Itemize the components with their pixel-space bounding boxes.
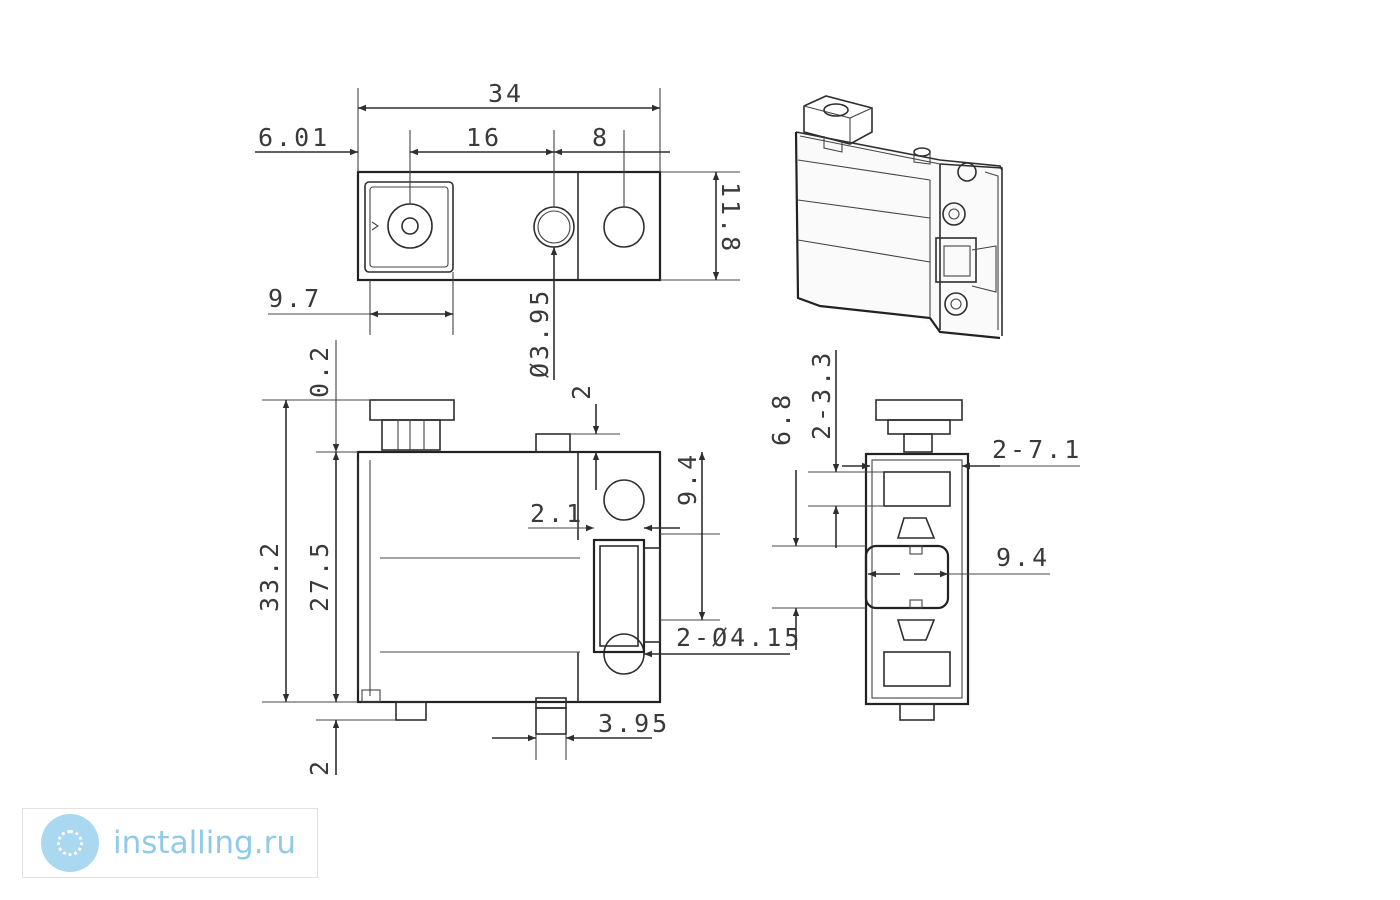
dim-2-7-1: 2-7.1 <box>992 435 1082 464</box>
front-view-hole-1 <box>603 479 645 521</box>
dim-0-2: 0.2 <box>305 344 334 398</box>
front-view-outline <box>356 450 662 704</box>
dim-dia-3-95: Ø3.95 <box>525 288 554 378</box>
watermark-logo-icon <box>41 814 99 872</box>
dim-9-4-side: 9.4 <box>996 543 1050 572</box>
dim-3-95: 3.95 <box>598 709 670 738</box>
dim-2-top: 2 <box>567 382 596 400</box>
dim-34: 34 <box>488 79 524 108</box>
top-view-center-hole <box>387 203 433 249</box>
dim-2-dia-4-15: 2-Ø4.15 <box>676 623 802 652</box>
side-view-knob <box>875 399 963 421</box>
side-view-connector <box>864 544 950 610</box>
dim-16: 16 <box>466 123 502 152</box>
front-view-knob <box>369 399 455 421</box>
dim-8: 8 <box>592 123 610 152</box>
side-view-outline <box>864 452 970 706</box>
side-view: 6.8 2-3.3 2-7.1 9.4 <box>767 350 1082 721</box>
dim-33-2: 33.2 <box>255 540 284 612</box>
dim-9-7: 9.7 <box>268 284 322 313</box>
dim-6-8: 6.8 <box>767 392 796 446</box>
dim-2-bottom: 2 <box>305 758 334 776</box>
dim-6-01: 6.01 <box>258 123 330 152</box>
dim-2-1: 2.1 <box>530 499 584 528</box>
top-view-outline <box>356 170 662 282</box>
side-view-slot-top <box>883 471 951 507</box>
watermark: installing.ru <box>22 808 318 878</box>
top-view-square-boss <box>364 181 454 273</box>
top-view-hole-2 <box>603 206 645 248</box>
dim-27-5: 27.5 <box>305 540 334 612</box>
side-view-slot-bottom <box>883 651 951 687</box>
front-view: 33.2 27.5 0.2 2 2 2.1 9.4 2-Ø4.15 3.95 <box>255 340 802 776</box>
dim-2-3-3: 2-3.3 <box>807 350 836 440</box>
dim-11-8: 11.8 <box>716 182 745 254</box>
dim-9-4-front: 9.4 <box>673 452 702 506</box>
top-view-hole-1 <box>533 206 575 248</box>
isometric-view <box>794 95 1003 340</box>
top-view: 34 6.01 16 8 11.8 9.7 Ø3.95 <box>255 79 745 380</box>
watermark-text: installing.ru <box>113 825 296 861</box>
